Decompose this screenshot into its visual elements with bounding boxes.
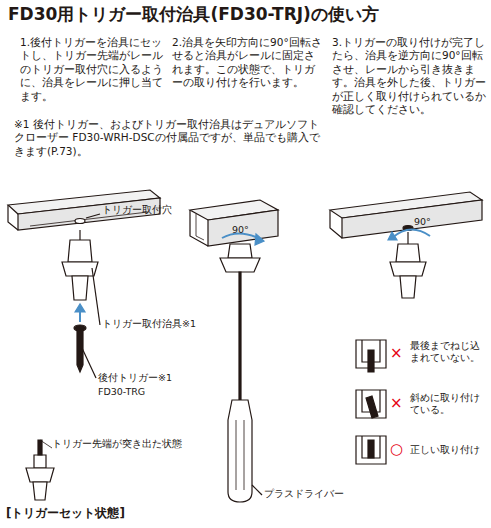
note: ※1 後付トリガー、およびトリガー取付治具はデュアルソフトクローザー FD30-…	[14, 118, 324, 158]
check-text: 正しい取り付け	[410, 444, 488, 456]
angle-label: 90°	[232, 224, 249, 236]
angle-label: 90°	[414, 216, 431, 228]
step-text: 3.トリガーの取り付けが完了したら、治具を逆方向に90°回転させ、レールから引き…	[332, 36, 486, 117]
right-figure	[330, 192, 482, 464]
middle-figure	[190, 200, 278, 502]
part-label: トリガー取付穴	[102, 204, 172, 216]
step-text: 1.後付トリガーを治具にセットし、トリガー先端がレールのトリガー取付穴に入るよう…	[20, 36, 166, 103]
mark: ×	[390, 344, 403, 363]
part-label: プラスドライバー	[264, 488, 344, 500]
part-label: 後付トリガー※1	[98, 372, 172, 384]
check-text: 斜めに取り付けている。	[410, 392, 488, 416]
step-text: 2.治具を矢印方向に90°回転させると治具がレールに固定されます。この状態で、ト…	[172, 36, 322, 90]
mark: ○	[390, 440, 403, 459]
left-figure	[8, 190, 160, 510]
part-label: トリガー取付治具※1	[102, 318, 196, 330]
section-label: [トリガーセット状態]	[6, 506, 125, 521]
check-text: 最後までねじ込まれていない。	[410, 340, 488, 364]
title: FD30用トリガー取付治具(FD30-TRJ)の使い方	[8, 4, 379, 26]
state-label: トリガー先端が突き出た状態	[52, 438, 182, 450]
part-label: FD30-TRG	[98, 386, 145, 398]
mark: ×	[390, 394, 403, 413]
